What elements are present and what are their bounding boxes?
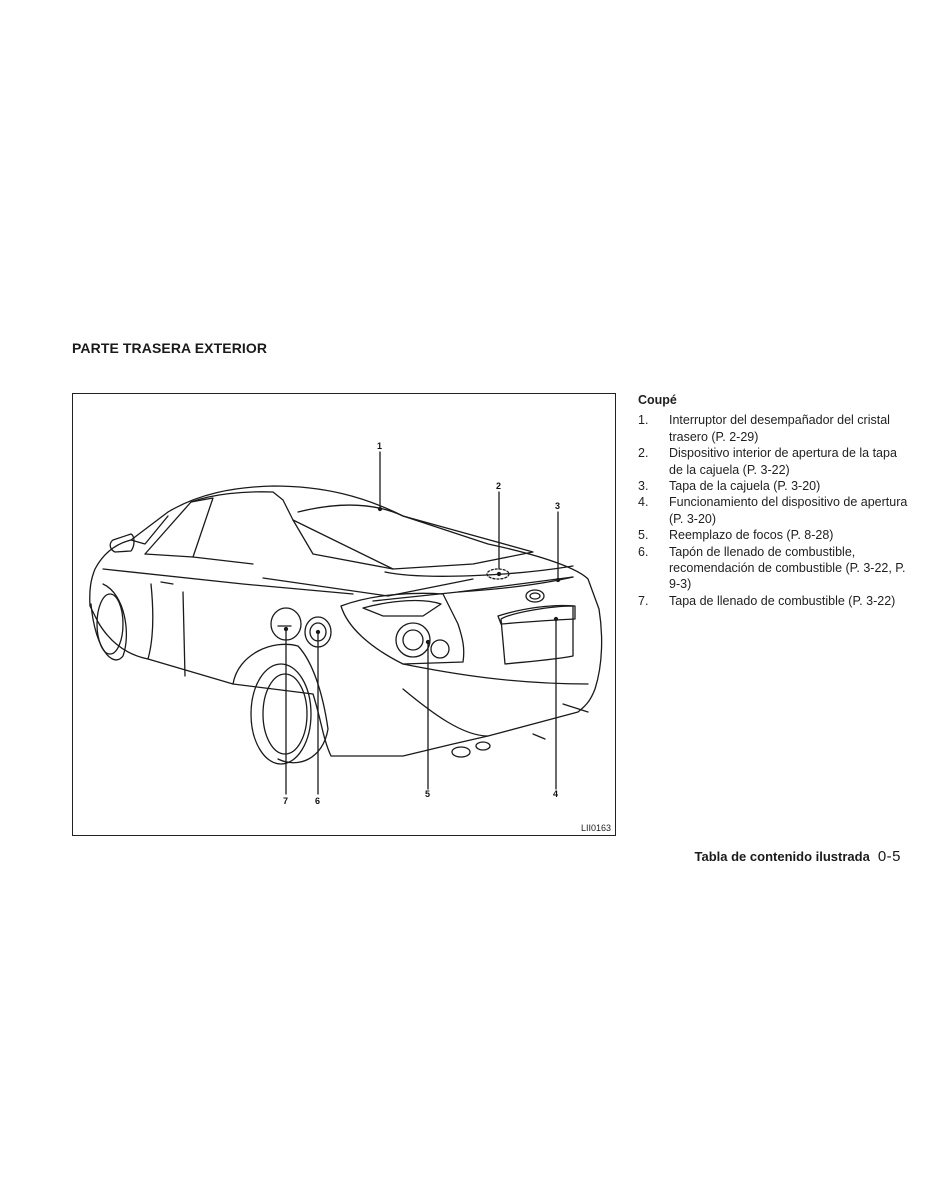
legend-item-text: Interruptor del desempañador del cristal…	[669, 413, 890, 444]
callout-6: 6	[315, 796, 321, 806]
legend-item-number: 7.	[638, 593, 649, 608]
legend-item-number: 1.	[638, 413, 649, 428]
legend-item-number: 5.	[638, 528, 649, 543]
section-title: PARTE TRASERA EXTERIOR	[72, 340, 268, 356]
legend-item: 6. Tapón de llenado de combustible, recom…	[638, 544, 908, 593]
callout-2: 2	[496, 481, 502, 491]
legend-item: 2. Dispositivo interior de apertura de la…	[638, 445, 908, 478]
callout-7: 7	[283, 796, 289, 806]
legend-item-text: Reemplazo de focos (P. 8-28)	[669, 528, 834, 543]
legend-item: 1. Interruptor del desempañador del crist…	[638, 412, 908, 445]
legend-item-number: 6.	[638, 544, 649, 559]
legend-item-text: Funcionamiento del dispositivo de apertu…	[669, 495, 908, 526]
figure-code: LII0163	[580, 823, 611, 833]
legend-list: 1. Interruptor del desempañador del crist…	[638, 412, 908, 609]
legend-heading: Coupé	[638, 393, 677, 407]
legend: Coupé 1. Interruptor del desempañador del…	[638, 392, 908, 609]
legend-item-text: Tapa de llenado de combustible (P. 3-22)	[669, 593, 896, 608]
callout-4: 4	[553, 789, 559, 799]
footer-title: Tabla de contenido ilustrada	[694, 849, 870, 864]
legend-item-number: 2.	[638, 446, 649, 461]
legend-item-text: Tapón de llenado de combustible, recomen…	[669, 544, 906, 592]
car-line-drawing	[89, 451, 603, 795]
callout-5: 5	[425, 789, 431, 799]
legend-item-text: Dispositivo interior de apertura de la t…	[669, 446, 897, 477]
legend-item-text: Tapa de la cajuela (P. 3-20)	[669, 479, 821, 494]
legend-item: 4. Funcionamiento del dispositivo de aper…	[638, 494, 908, 527]
legend-item: 5. Reemplazo de focos (P. 8-28)	[638, 527, 908, 543]
legend-item-number: 3.	[638, 479, 649, 494]
page-footer: Tabla de contenido ilustrada 0-5	[695, 848, 901, 865]
legend-item-number: 4.	[638, 495, 649, 510]
callout-3: 3	[555, 501, 561, 511]
legend-item: 7. Tapa de llenado de combustible (P. 3-2…	[638, 593, 908, 609]
car-rear-illustration: 1 2 3 4 5 6 7 LII0163	[72, 393, 616, 836]
legend-item: 3. Tapa de la cajuela (P. 3-20)	[638, 478, 908, 494]
callout-1: 1	[377, 441, 383, 451]
page-number: 0-5	[877, 848, 901, 865]
